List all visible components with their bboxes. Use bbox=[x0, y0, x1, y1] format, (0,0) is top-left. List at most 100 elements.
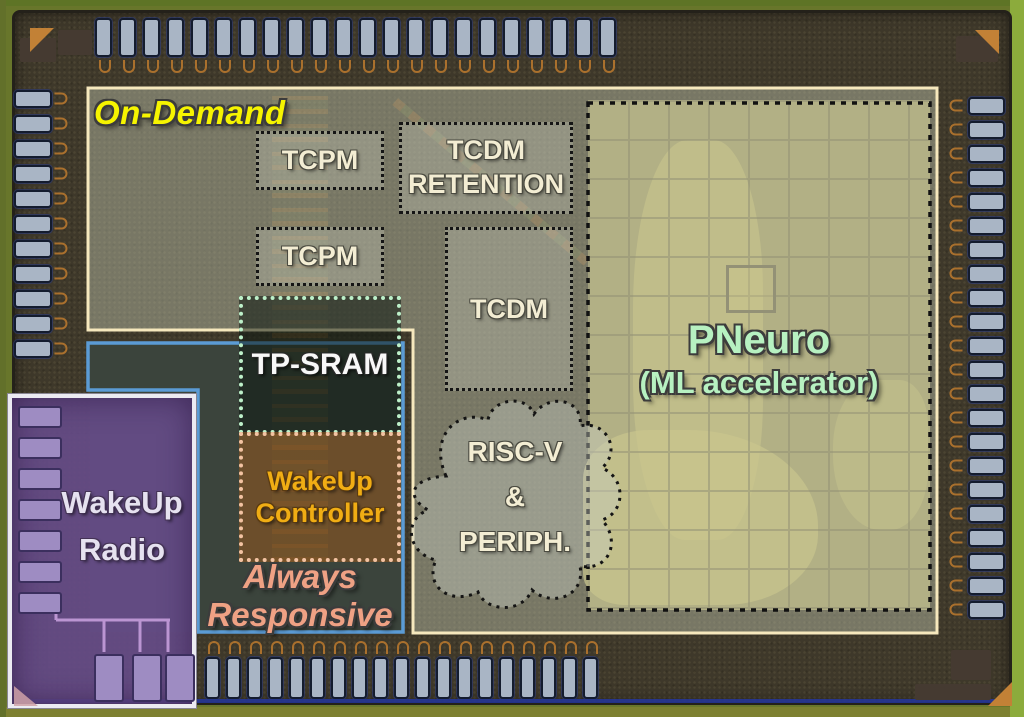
bond-pad bbox=[14, 140, 52, 158]
bond-pad bbox=[968, 361, 1005, 379]
bond-pad bbox=[407, 18, 424, 57]
wakeup-radio-label-line2: Radio bbox=[78, 531, 166, 567]
die-structure bbox=[58, 30, 92, 55]
bond-pad bbox=[968, 265, 1005, 283]
bond-pad bbox=[335, 18, 352, 57]
pneuro-region-label: PNeuro (ML accelerator) bbox=[588, 316, 930, 401]
pad-contact bbox=[555, 60, 567, 73]
bond-pad bbox=[968, 289, 1005, 307]
bond-pad bbox=[14, 215, 52, 233]
bond-pad bbox=[132, 654, 162, 702]
tcpm-top-label: TCPM bbox=[281, 145, 359, 175]
riscv-label-line2: & bbox=[504, 480, 526, 512]
bond-pad bbox=[479, 18, 496, 57]
tcdm-label: TCDM bbox=[470, 293, 548, 324]
wakeup-controller-label-line1: WakeUp bbox=[267, 465, 373, 496]
bond-pad bbox=[968, 217, 1005, 235]
pad-contact bbox=[291, 60, 303, 73]
bond-pad bbox=[239, 18, 256, 57]
bond-pad bbox=[14, 315, 52, 333]
pad-contact bbox=[123, 60, 135, 73]
tcdm-retention-label-line1: TCDM bbox=[447, 135, 525, 166]
die-structure bbox=[951, 650, 991, 680]
tcpm-bottom-block: TCPM bbox=[256, 227, 384, 286]
pad-contact bbox=[267, 60, 279, 73]
bond-pad bbox=[215, 18, 232, 57]
bond-pad bbox=[18, 437, 62, 459]
bond-pad bbox=[205, 657, 220, 699]
pneuro-grid-pattern bbox=[588, 100, 930, 610]
bond-pad bbox=[968, 241, 1005, 259]
bond-pad bbox=[599, 18, 616, 57]
pad-contact bbox=[411, 60, 423, 73]
riscv-label-line1: RISC-V bbox=[467, 436, 563, 467]
bond-pad bbox=[18, 561, 62, 583]
pad-contact bbox=[435, 60, 447, 73]
bond-pad bbox=[268, 657, 283, 699]
bond-pad bbox=[14, 290, 52, 308]
bond-pad bbox=[520, 657, 535, 699]
bond-pad bbox=[18, 592, 62, 614]
pad-contact bbox=[507, 60, 519, 73]
bond-pad bbox=[373, 657, 388, 699]
bond-pad bbox=[18, 499, 62, 521]
bond-pad bbox=[541, 657, 556, 699]
bond-pad bbox=[968, 145, 1005, 163]
bond-pad bbox=[968, 385, 1005, 403]
tcdm-retention-label-line2: RETENTION bbox=[407, 169, 564, 199]
bond-pad bbox=[968, 577, 1005, 595]
wakeup-controller-label-line2: Controller bbox=[255, 498, 385, 528]
bond-pad bbox=[431, 18, 448, 57]
bond-pad bbox=[287, 18, 304, 57]
bond-pad bbox=[968, 529, 1005, 547]
pad-contact bbox=[195, 60, 207, 73]
bond-pad bbox=[119, 18, 136, 57]
bond-pad bbox=[311, 18, 328, 57]
bond-pad bbox=[289, 657, 304, 699]
tcpm-bottom-label: TCPM bbox=[281, 241, 359, 271]
wakeup-radio-label-line1: WakeUp bbox=[61, 485, 183, 520]
pad-contact bbox=[171, 60, 183, 73]
bond-pad bbox=[968, 97, 1005, 115]
bond-pad bbox=[165, 654, 195, 702]
bond-pad bbox=[14, 240, 52, 258]
bond-pad bbox=[95, 18, 112, 57]
pneuro-region-outline bbox=[586, 101, 932, 612]
wakeup-radio-region: WakeUp Radio bbox=[8, 394, 196, 708]
bond-pad bbox=[478, 657, 493, 699]
bond-pad bbox=[457, 657, 472, 699]
tcdm-retention-block: TCDM RETENTION bbox=[399, 122, 573, 214]
bond-pad bbox=[310, 657, 325, 699]
bond-pad bbox=[968, 553, 1005, 571]
wakeup-controller-block: WakeUp Controller bbox=[239, 432, 401, 562]
bond-pad bbox=[226, 657, 241, 699]
bond-pad bbox=[968, 433, 1005, 451]
always-responsive-region-label: Always Responsive bbox=[190, 558, 410, 634]
pad-contact bbox=[579, 60, 591, 73]
pneuro-title: PNeuro bbox=[687, 318, 831, 362]
pad-contact bbox=[531, 60, 543, 73]
bond-pad bbox=[247, 657, 262, 699]
pad-contact bbox=[387, 60, 399, 73]
bond-pad bbox=[383, 18, 400, 57]
bond-pad bbox=[968, 337, 1005, 355]
pad-contact bbox=[243, 60, 255, 73]
bond-pad bbox=[167, 18, 184, 57]
pad-contact bbox=[459, 60, 471, 73]
bond-pad bbox=[14, 265, 52, 283]
bond-pad bbox=[415, 657, 430, 699]
bond-pad bbox=[562, 657, 577, 699]
bond-pad bbox=[18, 406, 62, 428]
bond-pad bbox=[14, 190, 52, 208]
bond-pad bbox=[352, 657, 367, 699]
riscv-periph-block: RISC-V & PERIPH. bbox=[440, 430, 590, 564]
die-structure bbox=[915, 684, 991, 700]
tcdm-block: TCDM bbox=[445, 227, 573, 391]
pad-contact bbox=[99, 60, 111, 73]
pad-contact bbox=[219, 60, 231, 73]
pad-contact bbox=[339, 60, 351, 73]
pneuro-subtitle: (ML accelerator) bbox=[639, 365, 879, 400]
bond-pad bbox=[436, 657, 451, 699]
pad-contact bbox=[603, 60, 615, 73]
